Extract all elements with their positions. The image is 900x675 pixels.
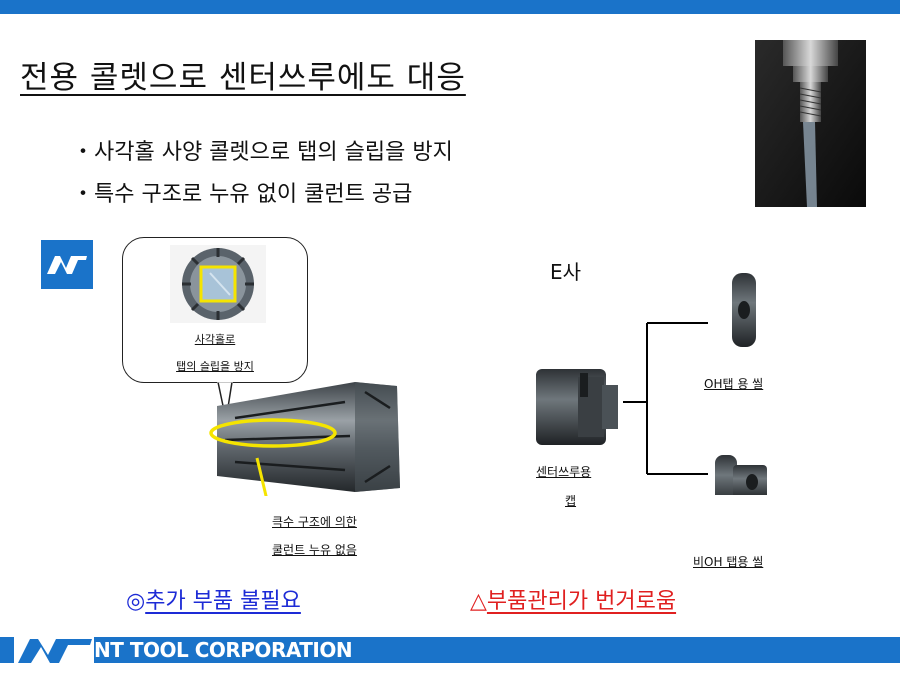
tap-photo bbox=[755, 40, 866, 207]
competitor-label: E사 bbox=[550, 260, 582, 284]
bullet-list: ・사각홀 사양 콜렛으로 탭의 슬립을 방지 ・특수 구조로 누유 없이 쿨런트… bbox=[72, 132, 453, 216]
advantage-summary: ◎추가 부품 불필요 bbox=[126, 583, 301, 615]
cap-label-line2: 캡 bbox=[565, 494, 577, 508]
disadvantage-text: 부품관리가 번거로움 bbox=[486, 589, 677, 614]
top-accent-bar bbox=[0, 0, 900, 14]
slide-title: 전용 콜렛으로 센터쓰루에도 대응 bbox=[20, 60, 466, 96]
footer-bar bbox=[0, 637, 900, 663]
nt-logo bbox=[41, 240, 93, 289]
disadvantage-summary: △부품관리가 번거로움 bbox=[470, 583, 676, 615]
company-name: NT TOOL CORPORATION bbox=[94, 638, 353, 662]
bullet-item: ・사각홀 사양 콜렛으로 탭의 슬립을 방지 bbox=[72, 140, 453, 165]
cap-label-line1: 센터쓰루용 bbox=[536, 465, 592, 479]
non-oh-seal-label: 비OH 탭용 씰 bbox=[693, 555, 764, 569]
callout-text-line1: 사각홀로 bbox=[194, 333, 236, 346]
bullet-item: ・특수 구조로 누유 없이 쿨런트 공급 bbox=[72, 182, 413, 207]
collet-note-line1: 큭수 구조에 의한 bbox=[272, 515, 357, 529]
advantage-text: 추가 부품 불필요 bbox=[145, 589, 301, 614]
double-circle-icon: ◎ bbox=[126, 589, 146, 614]
footer-nt-logo bbox=[14, 635, 94, 665]
triangle-icon: △ bbox=[470, 589, 487, 614]
collet-body-photo bbox=[209, 382, 400, 496]
collet-end-photo bbox=[170, 245, 266, 323]
competitor-parts-diagram bbox=[536, 273, 767, 495]
collet-note-line2: 쿨런트 누유 없음 bbox=[272, 543, 357, 557]
oh-seal-label: OH탭 용 씰 bbox=[704, 377, 764, 391]
callout-text-line2: 탭의 슬립을 방지 bbox=[176, 360, 254, 373]
